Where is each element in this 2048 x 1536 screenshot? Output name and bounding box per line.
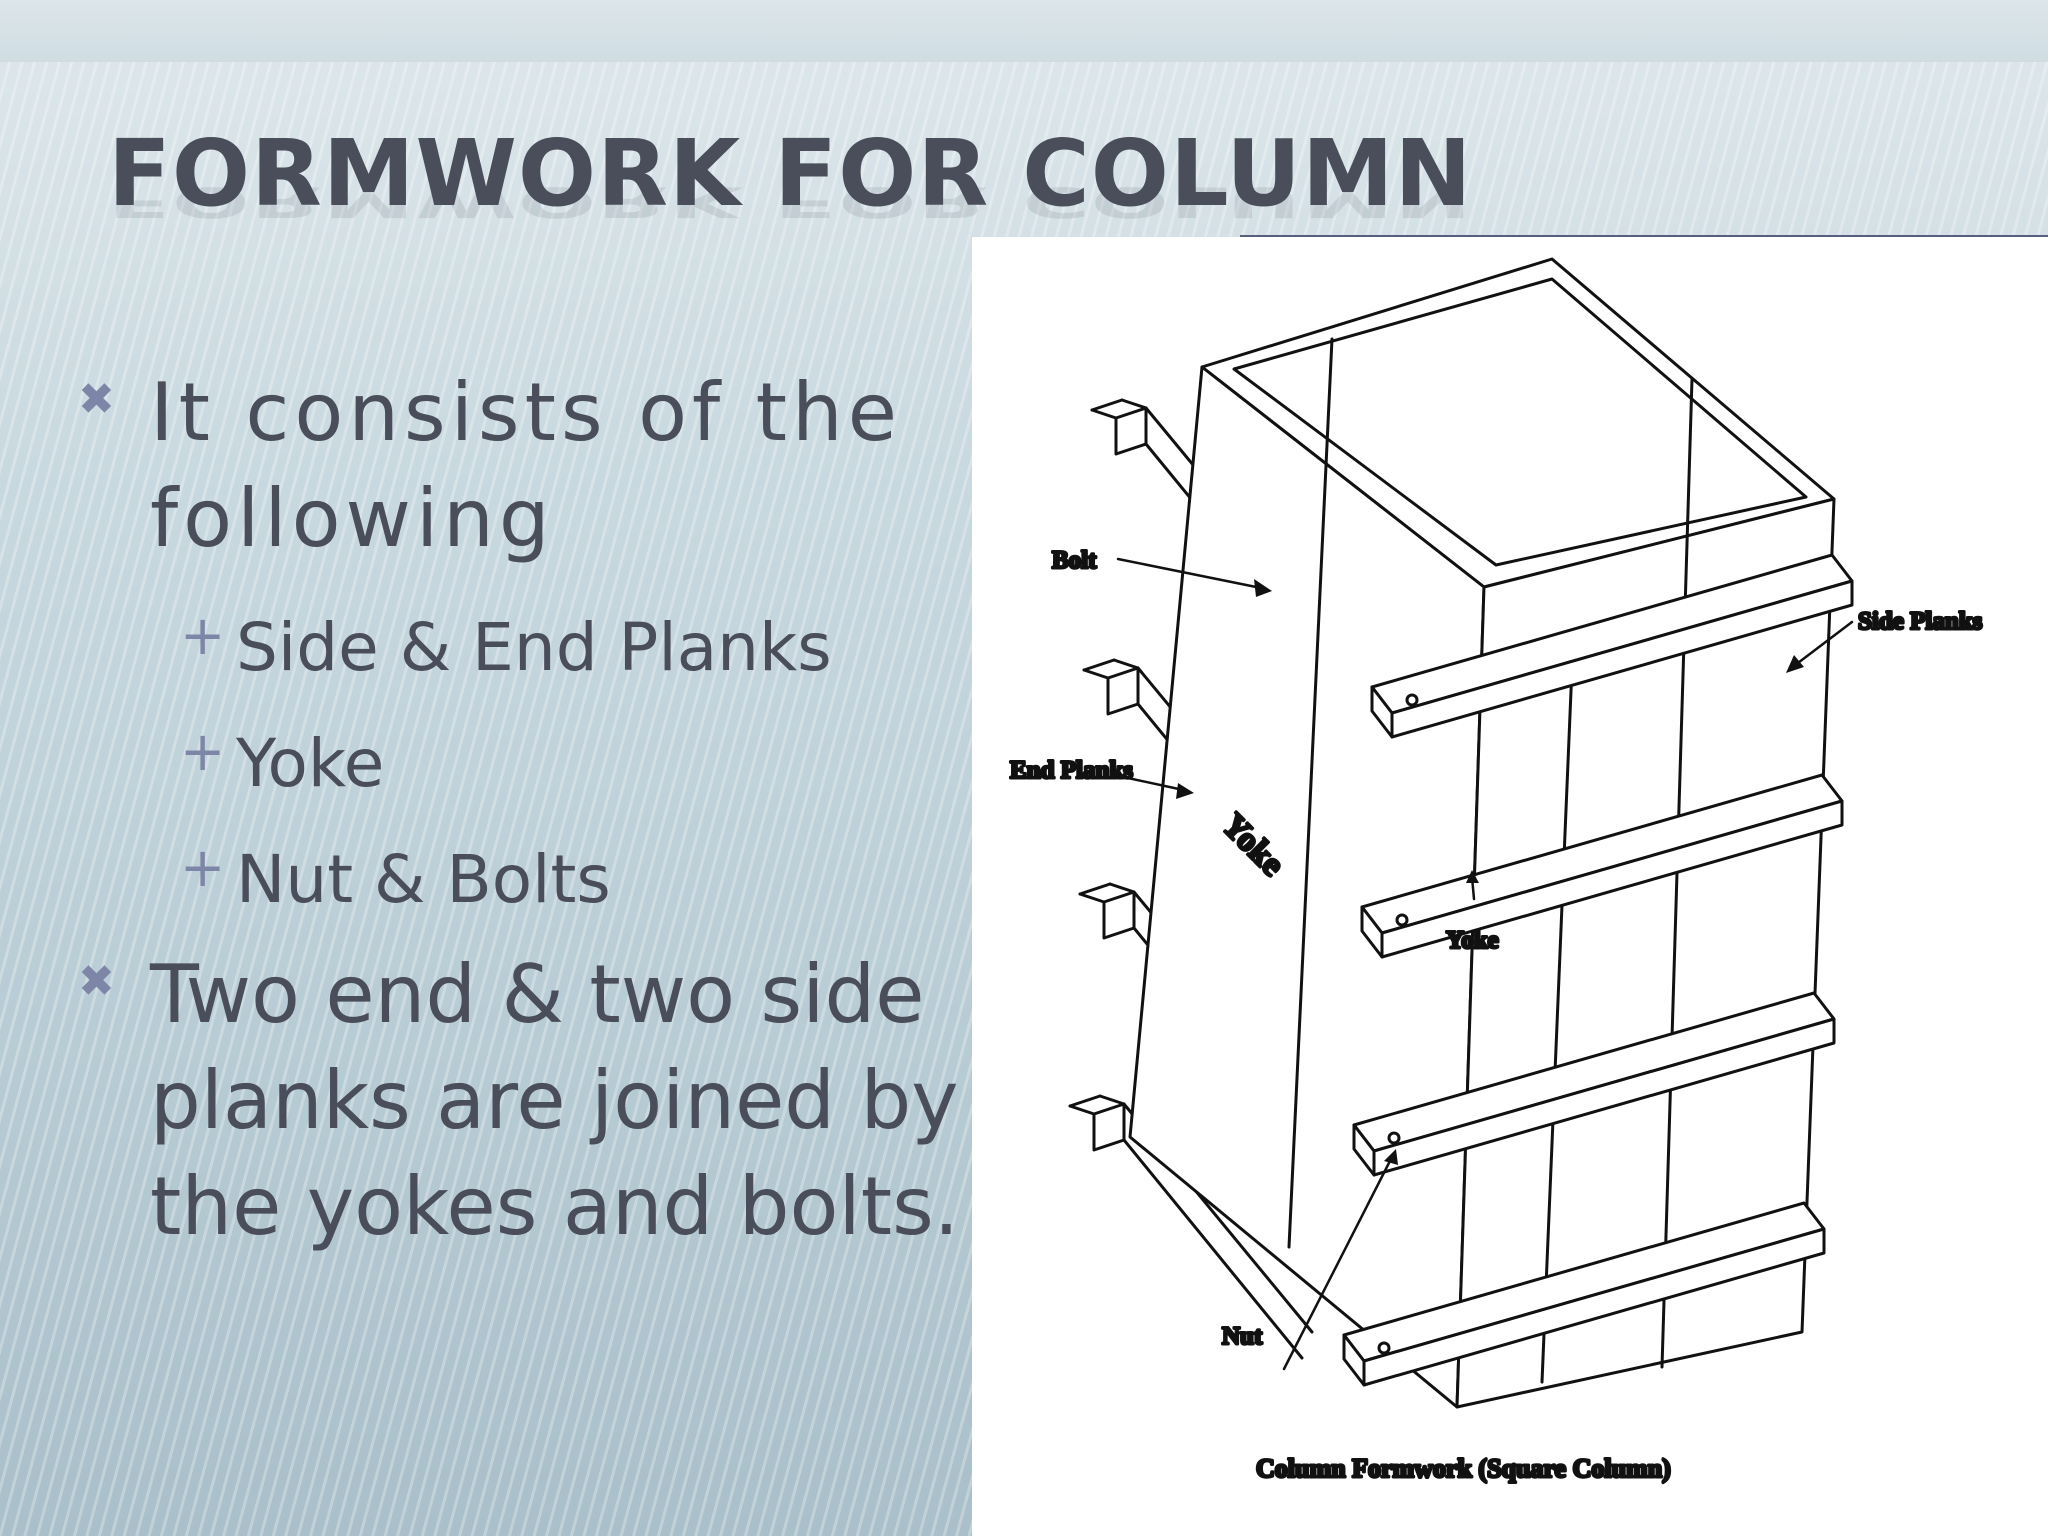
- side-yokes: [1342, 553, 1854, 1387]
- plus-icon: +: [180, 604, 226, 667]
- title-reflection: FORMWORK FOR COLUMN: [108, 177, 1473, 226]
- label-nut: Nut: [1222, 1323, 1263, 1350]
- column-formwork-diagram: Bolt Side Planks End Planks Yoke Yoke Nu…: [1009, 257, 1984, 1485]
- sub-bullet-text: Side & End Planks: [236, 609, 832, 686]
- x-mark-icon: ✖: [78, 374, 115, 425]
- slide-title: FORMWORK FOR COLUMN: [108, 120, 1473, 227]
- label-bolt: Bolt: [1052, 547, 1097, 574]
- plus-icon: +: [180, 836, 226, 899]
- sub-bullet-text: Yoke: [236, 725, 385, 802]
- diagram-panel: Bolt Side Planks End Planks Yoke Yoke Nu…: [972, 237, 2048, 1536]
- label-yoke-side: Yoke: [1446, 927, 1499, 954]
- arrowheads: [1176, 579, 1804, 1165]
- sub-bullet-text: Nut & Bolts: [236, 841, 611, 918]
- label-side-planks: Side Planks: [1858, 608, 1983, 635]
- bullet-text: Two end & two side planks are joined by …: [150, 948, 960, 1253]
- bullet-text: It consists of the following: [150, 366, 902, 565]
- title-rule: [1240, 235, 2048, 238]
- label-end-planks: End Planks: [1010, 757, 1133, 784]
- x-mark-icon: ✖: [78, 956, 115, 1007]
- leader-lines: [1112, 557, 1854, 1371]
- plus-icon: +: [180, 720, 226, 783]
- top-band: [0, 0, 2048, 62]
- diagram-caption: Column Formwork (Square Column): [1256, 1454, 1671, 1483]
- column-box: [1128, 257, 1836, 1409]
